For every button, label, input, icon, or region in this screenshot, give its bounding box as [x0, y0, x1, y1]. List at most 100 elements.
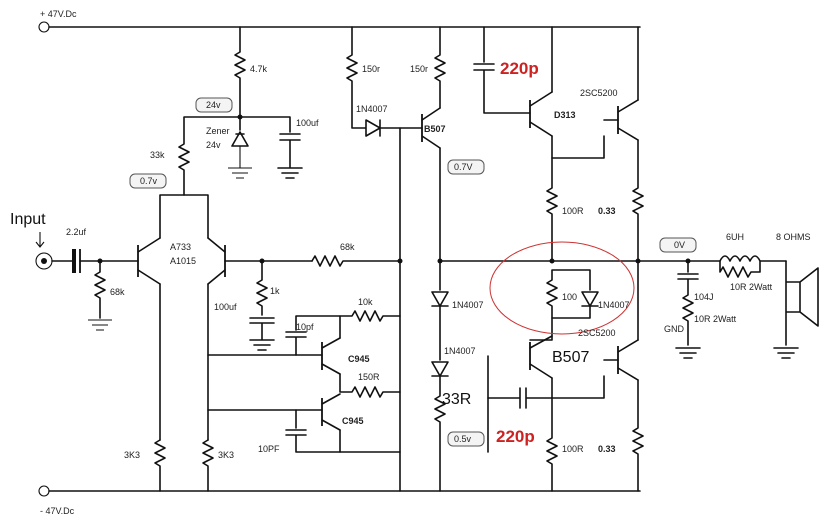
r-100-mid-label: 100 [562, 292, 577, 302]
r-coil-label: 10R 2Watt [730, 282, 773, 292]
q-a733-collector [137, 269, 161, 285]
ground-icon [88, 319, 112, 331]
r-150r-a-label: 150r [362, 64, 380, 74]
bias-string [431, 147, 449, 492]
r-1k-label: 1k [270, 286, 280, 296]
gnd-label: GND [664, 324, 685, 334]
q-c945-a-c [321, 337, 341, 349]
resistor-100r-bot [546, 377, 558, 492]
r-zobel-label: 10R 2Watt [694, 314, 737, 324]
cap-104j-label: 104J [694, 292, 714, 302]
tag-07V-box [447, 159, 485, 175]
negative-rail-terminal [38, 485, 50, 497]
node [549, 258, 555, 264]
resistor-033-top [632, 26, 644, 262]
input-arrow-icon [35, 232, 45, 248]
tag-0v: 0V [674, 240, 685, 250]
r-150r-b-label: 150r [410, 64, 428, 74]
q-c945-b-c [321, 393, 341, 405]
resistor-33k [178, 116, 241, 196]
mid-bias-network [546, 269, 599, 319]
q-c945-b-label: C945 [342, 416, 364, 426]
cap-10pf-b [285, 409, 341, 453]
q-2sc5200-bot-c [617, 339, 639, 353]
d2-label: 1N4007 [444, 346, 476, 356]
r-68k-label: 68k [340, 242, 355, 252]
q-2sc5200-top-c [617, 99, 639, 113]
q-2sc5200-top-label: 2SC5200 [580, 88, 618, 98]
resistor-68k-input [94, 260, 106, 319]
cap-10pf-label: 10pf [296, 322, 314, 332]
input-jack-pin [41, 258, 47, 264]
node [397, 258, 403, 264]
tag-05v: 0.5v [454, 434, 472, 444]
q-a1015-collector [207, 269, 226, 285]
negative-rail-label: - 47V.Dc [40, 506, 75, 516]
q-c945-b-e [321, 419, 341, 431]
cap-220p-top-label: 220p [500, 59, 539, 78]
resistor-3k3-b [202, 439, 214, 492]
resistor-68k-feedback [311, 255, 401, 267]
q-b507-top-c [421, 135, 441, 149]
zener-label: Zener [206, 126, 230, 136]
cap-220p-bot-label: 220p [496, 427, 535, 446]
diode-label: 1N4007 [356, 104, 388, 114]
tag-24v: 24v [206, 100, 221, 110]
q-d313-e [529, 121, 553, 137]
speaker-label: 8 OHMS [776, 232, 811, 242]
tag-24v-box [195, 97, 233, 113]
resistor-150r-b [434, 26, 446, 109]
cap-220p-bot [487, 387, 553, 409]
q-a733-label: A733 [170, 242, 191, 252]
q-a1015-label: A1015 [170, 256, 196, 266]
r-150r-label: 150R [358, 372, 380, 382]
cap-100uf-top-label: 100uf [296, 118, 319, 128]
resistor-150r-vas [339, 373, 401, 398]
resistor-1k-cap [249, 260, 275, 351]
zener-v-label: 24v [206, 140, 221, 150]
speaker-icon [773, 260, 819, 359]
r-33k-label: 33k [150, 150, 165, 160]
r-033-bot-label: 0.33 [598, 444, 616, 454]
coil-label: 6UH [726, 232, 744, 242]
resistor-3k3-a [154, 439, 166, 492]
q-b507-bot-e [529, 335, 553, 349]
r-033-top-label: 0.33 [598, 206, 616, 216]
q-2sc5200-top-e [617, 127, 639, 141]
zener-diode [231, 116, 249, 147]
q-b507-top-label: B507 [424, 124, 446, 134]
q-mid-label: 2SC5200 [578, 328, 616, 338]
d-mid-label: 1N4007 [598, 300, 630, 310]
q-b507-top-e [421, 107, 441, 121]
r-4-7k-label: 4.7k [250, 64, 268, 74]
wire [551, 135, 605, 159]
r-10k-label: 10k [358, 297, 373, 307]
cap-10pf-b-label: 10PF [258, 444, 280, 454]
zobel-network [675, 260, 701, 359]
highlight-ellipse [489, 241, 635, 335]
resistor-033-bot [632, 260, 644, 492]
pair-emitter-wire [159, 194, 209, 239]
positive-rail-terminal [38, 21, 50, 33]
q-d313-label: D313 [554, 110, 576, 120]
q-c945-a-e [321, 363, 341, 375]
tag-07v: 0.7v [140, 176, 158, 186]
input-res-label: 68k [110, 287, 125, 297]
tag-07V: 0.7V [454, 162, 473, 172]
wire [551, 375, 605, 399]
q-2sc5200-bot-e [617, 367, 639, 381]
resistor-4-7k [234, 26, 246, 118]
positive-rail-label: + 47V.Dc [40, 9, 77, 19]
input-label: Input [10, 211, 46, 228]
r-3k3-a-label: 3K3 [124, 450, 140, 460]
wire [339, 429, 401, 453]
q-c945-a-label: C945 [348, 354, 370, 364]
cap-220p-top [473, 26, 531, 114]
input-cap-plate [72, 249, 76, 273]
resistor-10k [339, 310, 401, 339]
cap-100uf-top [239, 116, 303, 179]
q-b507-bot-label: B507 [552, 349, 589, 366]
tag-07v-box [129, 173, 167, 189]
wire [529, 317, 553, 341]
